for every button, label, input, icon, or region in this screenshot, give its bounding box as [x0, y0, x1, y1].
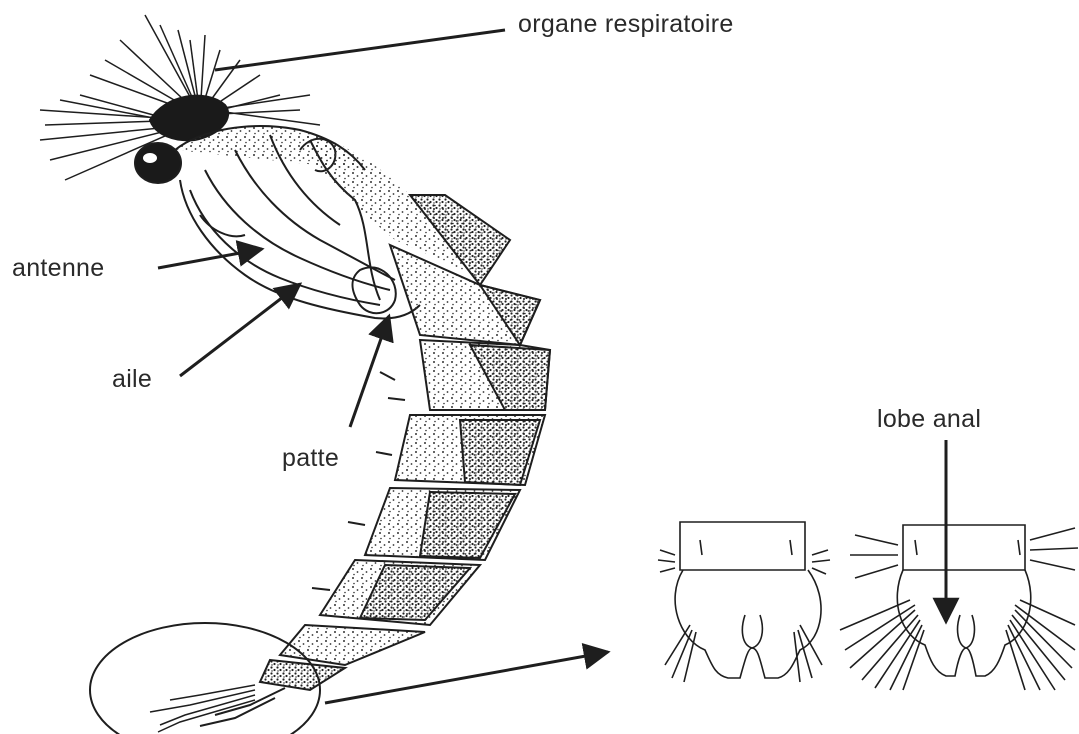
label-anal-lobe: lobe anal	[877, 405, 981, 434]
label-respiratory-organ: organe respiratoire	[518, 10, 734, 39]
anal-lobe-detail-right	[840, 525, 1078, 690]
antenna-arrow	[158, 249, 262, 268]
magnify-arrow	[325, 652, 608, 703]
label-antenna: antenne	[12, 254, 104, 283]
leg-arrow	[350, 316, 389, 427]
respiratory-organ-leader	[215, 30, 505, 70]
wing-arrow	[180, 284, 300, 376]
label-wing: aile	[112, 365, 152, 394]
label-leg: patte	[282, 444, 339, 473]
abdomen-segments	[260, 195, 550, 690]
anal-lobe-detail-left	[658, 522, 830, 682]
